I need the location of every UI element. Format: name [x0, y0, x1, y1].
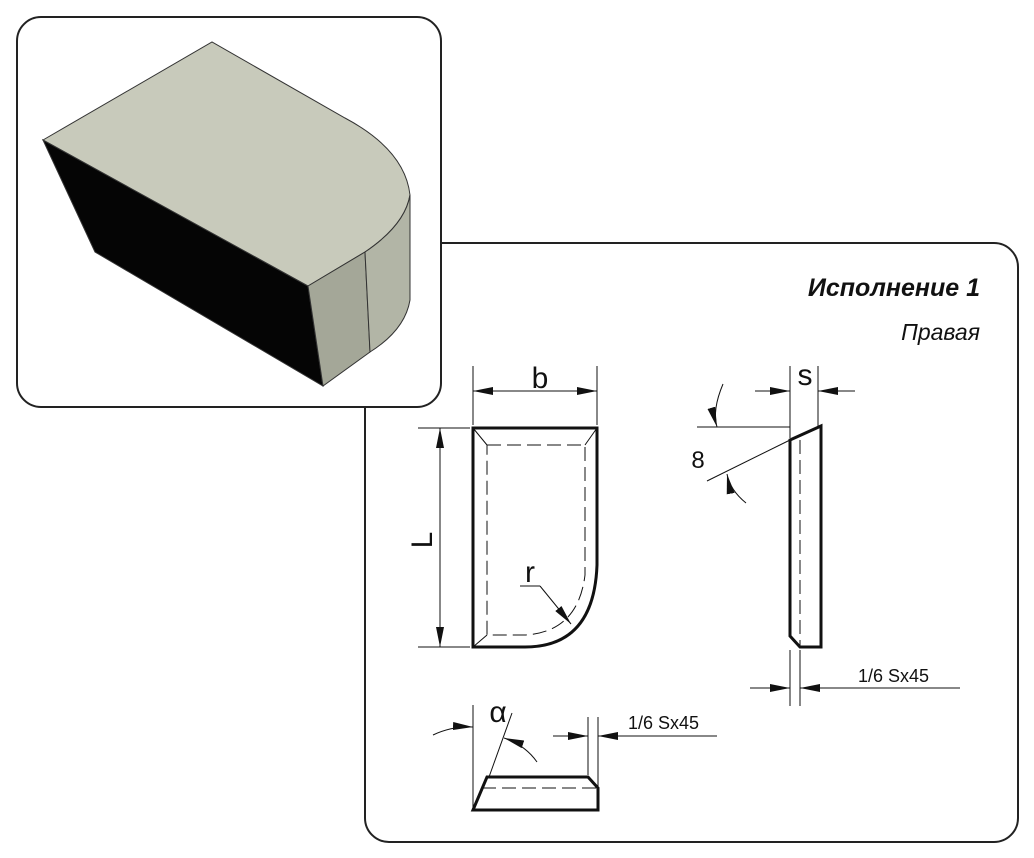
3d-cutter-plate	[41, 41, 411, 387]
bottom-view	[432, 705, 717, 812]
curved-face	[364, 194, 411, 353]
dim-label-L: L	[406, 532, 439, 549]
variant-subtitle: Правая	[901, 319, 980, 345]
front-view	[418, 366, 599, 649]
variant-title: Исполнение 1	[808, 274, 980, 302]
side-view	[697, 366, 960, 706]
dim-label-angle: 8	[691, 447, 704, 474]
dim-label-s: s	[798, 359, 813, 392]
dim-label-r: r	[525, 556, 535, 589]
dim-label-chamfer-bottom: 1/6 Sx45	[628, 713, 699, 733]
dim-label-b: b	[532, 362, 549, 395]
dim-label-alpha: α	[489, 696, 506, 729]
dim-label-chamfer-side: 1/6 Sx45	[858, 666, 929, 686]
